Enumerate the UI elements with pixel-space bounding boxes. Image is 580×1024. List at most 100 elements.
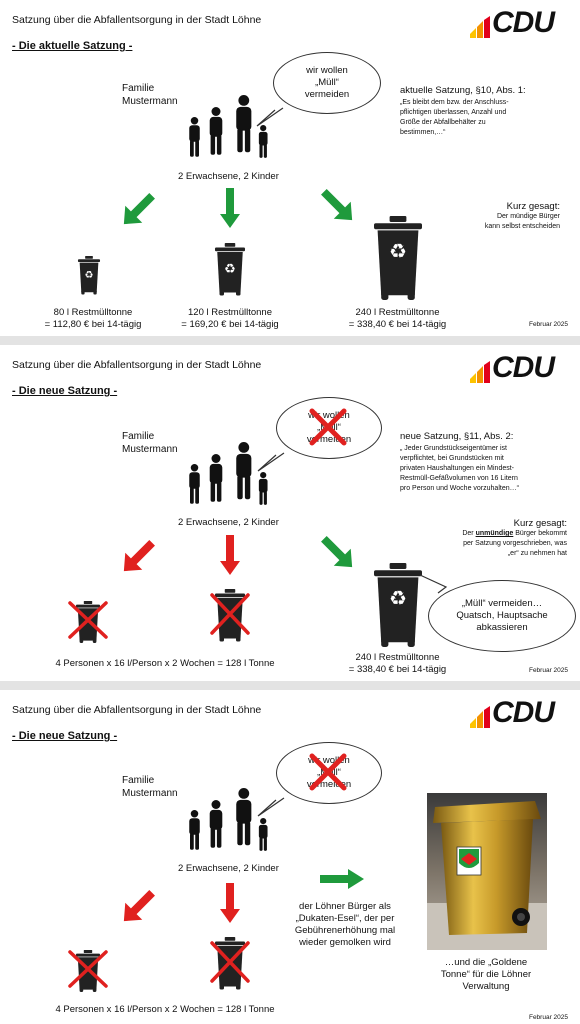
crossed-bin-120l-icon	[210, 937, 250, 990]
rule-text-line5: pro Person und Woche vorzuhalten…“	[400, 485, 519, 492]
bin-120l-size: 120 l Restmülltonne	[188, 307, 272, 318]
cdu-logo-text: CDU	[492, 351, 555, 384]
crossed-bin-120l-icon	[210, 589, 250, 642]
slide-current-regulation: Satzung über die Abfallentsorgung in der…	[0, 0, 580, 336]
rule-text-line3: privaten Haushaltungen ein Mindest-	[400, 465, 515, 472]
rule-heading: aktuelle Satzung, §10, Abs. 1:	[400, 85, 526, 96]
family-line1: Familie	[122, 83, 155, 94]
svg-text:♻: ♻	[224, 261, 236, 276]
rule-text-line2: verpflichtet, bei Grundstücken mit	[400, 455, 504, 462]
rule-text-line4: Restmüll-Gefäßvolumen von 16 Litern	[400, 475, 518, 482]
family-line2: Mustermann	[122, 444, 178, 455]
svg-text:♻: ♻	[389, 588, 407, 610]
bin-240l-size: 240 l Restmülltonne	[355, 652, 440, 663]
green-arrow-right-icon	[321, 536, 353, 568]
cdu-logo-stripes	[470, 706, 490, 728]
rule-text-line3: Größe der Abfallbehälter zu	[400, 119, 486, 126]
family-size: 2 Erwachsene, 2 Kinder	[178, 863, 279, 874]
cdu-logo-stripes	[470, 361, 490, 383]
speech-bubble-abkassieren: „Müll“ vermeiden… Quatsch, Hauptsache ab…	[428, 580, 576, 652]
family-label: Familie Mustermann	[122, 774, 178, 800]
cdu-logo: CDU	[468, 6, 574, 40]
bubble2-line1: „Müll“ vermeiden…	[461, 598, 543, 609]
summary-line1: Der mündige Bürger	[496, 213, 560, 220]
green-arrow-right-icon	[320, 869, 364, 889]
red-arrow-left-icon	[123, 540, 155, 572]
bubble2-line3: abkassieren	[476, 622, 528, 633]
dukaten-esel-text: der Löhner Bürger als „Dukaten-Esel“, de…	[276, 901, 414, 949]
bubble-line3: vermeiden	[306, 779, 352, 790]
red-arrow-left-icon	[123, 890, 155, 922]
cdu-logo: CDU	[468, 351, 574, 385]
bubble-line3: vermeiden	[306, 434, 352, 445]
cdu-logo-stripes	[470, 16, 490, 38]
bin-120l-caption: 120 l Restmülltonne = 169,20 € bei 14-tä…	[165, 307, 295, 331]
svg-text:♻: ♻	[85, 270, 94, 281]
summary-line1: Der unmündige Bürger bekommt	[425, 529, 567, 539]
bin-120l-price: = 169,20 € bei 14-tägig	[181, 319, 279, 330]
family-line1: Familie	[122, 775, 155, 786]
dukat-line3: Gebührenerhöhung mal	[294, 925, 396, 936]
bin-240l-caption: 240 l Restmülltonne = 338,40 € bei 14-tä…	[330, 652, 465, 676]
slide-date: Februar 2025	[528, 667, 568, 674]
rule-text-line1: „Es bleibt dem bzw. der Anschluss-	[400, 99, 509, 106]
bubble-tail	[257, 452, 285, 472]
slide-date: Februar 2025	[528, 1014, 568, 1021]
svg-text:♻: ♻	[389, 241, 407, 263]
red-arrow-down-icon	[220, 535, 240, 575]
family-line2: Mustermann	[122, 96, 178, 107]
bubble-tail	[257, 797, 285, 817]
summary-emphasis: unmündige	[475, 530, 514, 537]
bubble-line1: wir wollen	[308, 755, 350, 766]
bubble-line1: wir wollen	[308, 410, 350, 421]
summary-line1-a: Der	[462, 530, 476, 537]
bin-240l-price: = 338,40 € bei 14-tägig	[348, 319, 447, 330]
bin-240l-size: 240 l Restmülltonne	[355, 307, 440, 318]
speech-bubble-crossed: wir wollen „Müll“ vermeiden	[276, 397, 382, 459]
bubble-line2: „Müll“	[315, 77, 339, 88]
summary-heading: Kurz gesagt:	[506, 201, 560, 212]
red-cross-icon	[309, 753, 347, 791]
summary-line1-c: Bürger bekommt	[513, 530, 567, 537]
red-arrow-down-icon	[220, 883, 240, 923]
bubble2-line2: Quatsch, Hauptsache	[456, 610, 548, 621]
summary-line3: „er“ zu nehmen hat	[507, 550, 567, 557]
crossed-bin-80l-icon	[68, 601, 108, 643]
bubble-line1: wir wollen	[306, 65, 348, 76]
crossed-bin-80l-icon	[68, 950, 108, 992]
green-arrow-left-icon	[123, 193, 155, 225]
cdu-logo: CDU	[468, 696, 574, 730]
bubble-tail	[256, 107, 284, 127]
bin-240l-caption: 240 l Restmülltonne = 338,40 € bei 14-tä…	[330, 307, 465, 331]
gold-line1: …und die „Goldene	[444, 957, 528, 968]
bin-80l-icon: ♻	[78, 256, 100, 295]
slide-date: Februar 2025	[528, 321, 568, 328]
family-size: 2 Erwachsene, 2 Kinder	[178, 517, 279, 528]
red-cross-icon	[309, 408, 347, 446]
bin-80l-price: = 112,80 € bei 14-tägig	[44, 319, 142, 330]
slide-subtitle: - Die aktuelle Satzung -	[12, 40, 133, 52]
slide-title: Satzung über die Abfallentsorgung in der…	[12, 359, 262, 371]
bubble2-tail	[419, 574, 448, 594]
dukat-line4: wieder gemolken wird	[299, 937, 391, 948]
calculation-text: 4 Personen x 16 l/Person x 2 Wochen = 12…	[55, 1004, 275, 1015]
rule-text-line4: bestimmen,…“	[400, 129, 446, 136]
slide-golden-bin: Satzung über die Abfallentsorgung in der…	[0, 690, 580, 1024]
family-size: 2 Erwachsene, 2 Kinder	[178, 171, 279, 182]
green-arrow-down-icon	[220, 188, 240, 228]
slide-title: Satzung über die Abfallentsorgung in der…	[12, 14, 262, 26]
slide-new-regulation: Satzung über die Abfallentsorgung in der…	[0, 345, 580, 681]
rule-text: „Es bleibt dem bzw. der Anschluss- pflic…	[400, 98, 570, 138]
gold-line2: Tonne“ für die Löhner	[440, 969, 532, 980]
bin-240l-price: = 338,40 € bei 14-tägig	[348, 664, 447, 675]
golden-bin-caption: …und die „Goldene Tonne“ für die Löhner …	[424, 957, 548, 993]
dukat-line1: der Löhner Bürger als	[299, 901, 391, 912]
cdu-logo-text: CDU	[492, 696, 555, 729]
family-line2: Mustermann	[122, 788, 178, 799]
green-arrow-right-icon	[321, 189, 353, 221]
family-line1: Familie	[122, 431, 155, 442]
slide-subtitle: - Die neue Satzung -	[12, 730, 118, 742]
gold-line3: Verwaltung	[462, 981, 510, 992]
summary-line2: per Satzung vorgeschrieben, was	[463, 540, 567, 547]
bin-120l-icon: ♻	[215, 243, 245, 296]
